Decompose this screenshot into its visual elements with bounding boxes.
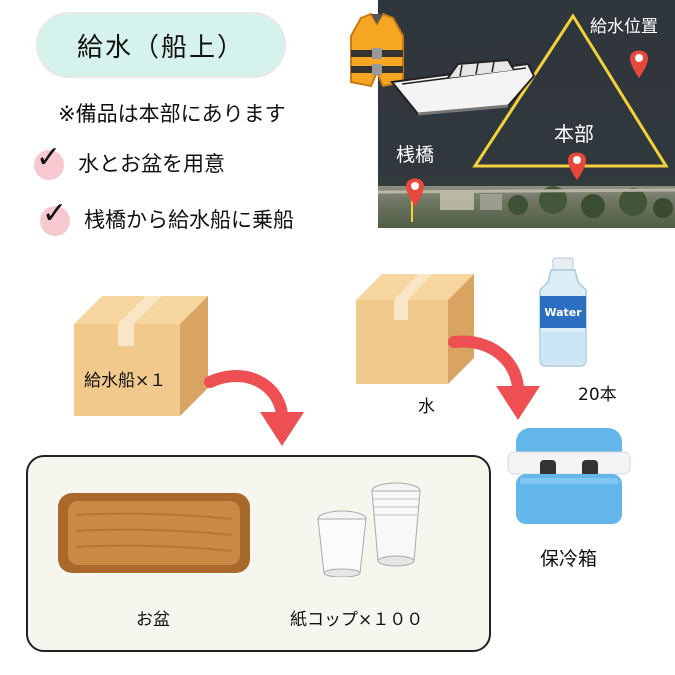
water-bottle-icon: Water (539, 257, 587, 367)
paper-cups-icon (317, 482, 421, 577)
cooler-box-icon (507, 428, 631, 524)
page-title: 給水（船上） (76, 32, 245, 63)
arrow-to-cooler-icon (448, 335, 540, 420)
pin-pier-icon (406, 178, 424, 206)
supplies-panel: お盆 紙コップ×１００ (26, 455, 491, 652)
map-overlay (378, 13, 675, 222)
box-boat-icon (74, 296, 208, 416)
pin-hq-icon (568, 152, 586, 180)
boat-icon (390, 58, 536, 116)
box-water-icon (356, 274, 474, 384)
map-label-pier: 桟橋 (396, 144, 435, 166)
aerial-map: 給水位置 本部 桟橋 (378, 0, 675, 228)
arrow-to-panel-icon (204, 370, 304, 446)
pin-water-point-icon (630, 50, 648, 78)
tray-icon (58, 493, 250, 573)
check-icon: ✓ (40, 196, 74, 236)
checklist-label: 水とお盆を用意 (78, 152, 225, 176)
bottle-count: 20本 (578, 385, 617, 405)
map-label-water-point: 給水位置 (590, 17, 658, 37)
map-label-hq: 本部 (554, 122, 594, 146)
equipment-note: ※備品は本部にあります (58, 102, 286, 126)
title-pill: 給水（船上） (36, 12, 286, 78)
cooler-label: 保冷箱 (540, 548, 598, 570)
tray-label: お盆 (136, 610, 170, 630)
checklist-label: 桟橋から給水船に乗船 (84, 208, 294, 232)
checklist-item: ✓ 水とお盆を用意 (34, 140, 225, 180)
box-water-label: 水 (418, 397, 435, 417)
box-boat-label: 給水船×１ (84, 371, 167, 391)
cups-label: 紙コップ×１００ (290, 610, 424, 630)
check-icon: ✓ (34, 140, 68, 180)
checklist-item: ✓ 桟橋から給水船に乗船 (40, 196, 294, 236)
life-jacket-icon (350, 12, 404, 88)
bottle-label: Water (544, 306, 582, 319)
